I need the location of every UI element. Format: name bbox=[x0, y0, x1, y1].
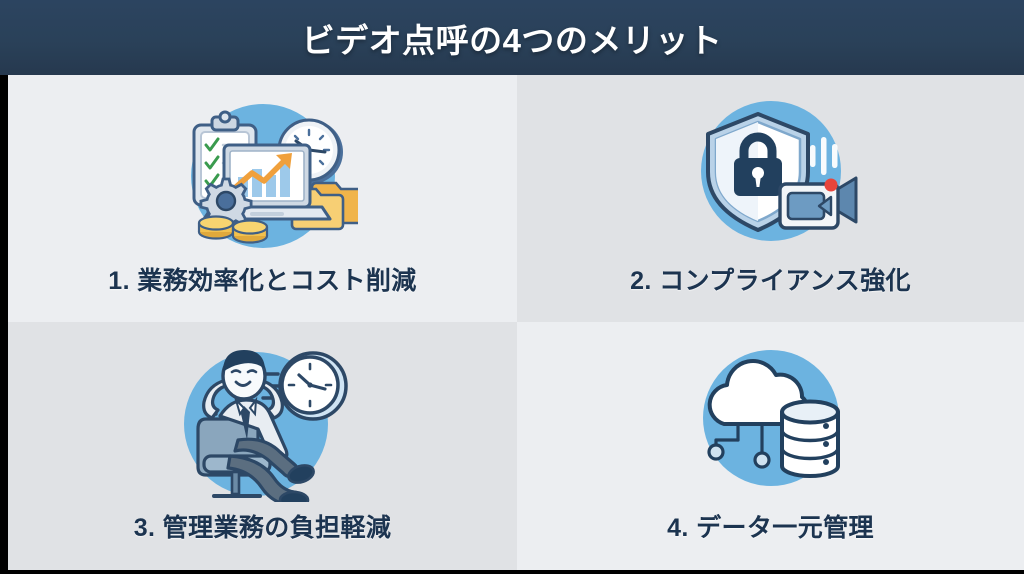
benefit-cell-1[interactable]: 1. 業務効率化とコスト削減 bbox=[8, 75, 517, 322]
cloud-database-icon bbox=[676, 344, 866, 502]
benefit-cell-3[interactable]: 3. 管理業務の負担軽減 bbox=[8, 322, 517, 570]
bottom-edge-bar bbox=[0, 570, 1024, 574]
compliance-shield-icon bbox=[676, 97, 866, 255]
benefit-cell-2[interactable]: 2. コンプライアンス強化 bbox=[517, 75, 1024, 322]
benefits-grid: 1. 業務効率化とコスト削減 bbox=[8, 75, 1024, 570]
benefit-label-3: 3. 管理業務の負担軽減 bbox=[133, 514, 392, 542]
benefit-label-2: 2. コンプライアンス強化 bbox=[630, 267, 911, 295]
page-title: ビデオ点呼の4つのメリット bbox=[301, 21, 723, 59]
efficiency-cost-icon bbox=[168, 97, 358, 255]
benefit-label-1: 1. 業務効率化とコスト削減 bbox=[108, 267, 417, 295]
benefit-label-4: 4. データ一元管理 bbox=[667, 514, 874, 542]
relaxed-worker-icon bbox=[168, 344, 358, 502]
benefit-cell-4[interactable]: 4. データ一元管理 bbox=[517, 322, 1024, 570]
header-bar: ビデオ点呼の4つのメリット bbox=[0, 0, 1024, 75]
left-edge-bar bbox=[0, 75, 8, 574]
